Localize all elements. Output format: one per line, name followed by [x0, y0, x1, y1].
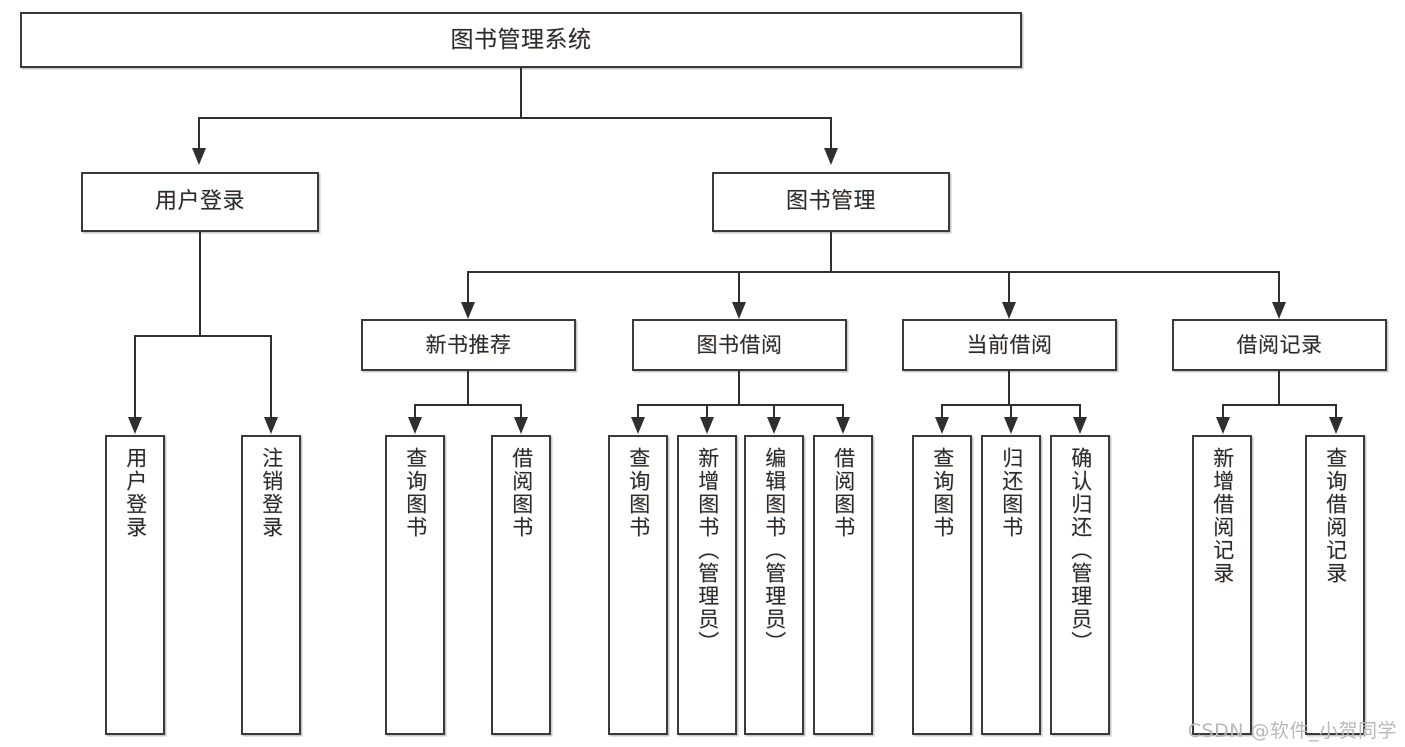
- arrowhead-br-leaf-0: [1216, 417, 1230, 434]
- leaf-new-book-query[interactable]: 查询图书: [385, 435, 445, 735]
- node-new-book-recommend[interactable]: 新书推荐: [361, 319, 576, 371]
- leaf-label: 查询图书: [403, 447, 428, 539]
- node-book-borrow[interactable]: 图书借阅: [632, 319, 847, 371]
- leaf-new-book-borrow[interactable]: 借阅图书: [491, 435, 551, 735]
- node-label: 用户登录: [154, 189, 245, 215]
- connector-cb-to-leaf-1: [1010, 404, 1012, 419]
- node-book-management[interactable]: 图书管理: [712, 172, 950, 232]
- connector-root-stem: [520, 68, 522, 118]
- connector-book-management-bus: [467, 271, 1280, 273]
- connector-bm-to-book-borrow: [738, 271, 740, 304]
- connector-borrow-record-bus: [1222, 404, 1337, 406]
- arrowhead-bb-leaf-3: [836, 417, 850, 434]
- connector-root-to-book-management: [830, 117, 832, 150]
- leaf-borrow-record-add[interactable]: 新增借阅记录: [1192, 435, 1252, 735]
- leaf-current-borrow-query[interactable]: 查询图书: [912, 435, 972, 735]
- leaf-label: 注销登录: [259, 447, 284, 539]
- leaf-book-borrow-edit-admin[interactable]: 编辑图书（管理员）: [744, 435, 804, 735]
- arrowhead-br-leaf-1: [1329, 417, 1343, 434]
- node-label: 图书管理: [785, 189, 876, 215]
- leaf-book-borrow-query[interactable]: 查询图书: [608, 435, 668, 735]
- connector-new-book-to-leaf-0: [414, 404, 416, 419]
- node-label: 借阅记录: [1236, 332, 1323, 357]
- connector-root-bus: [198, 117, 832, 119]
- arrowhead-bb-leaf-1: [700, 417, 714, 434]
- connector-root-to-user-login: [198, 117, 200, 150]
- connector-book-borrow-stem: [738, 371, 740, 405]
- leaf-book-borrow-borrow[interactable]: 借阅图书: [813, 435, 873, 735]
- leaf-borrow-record-query[interactable]: 查询借阅记录: [1305, 435, 1365, 735]
- leaf-label: 借阅图书: [831, 447, 856, 539]
- leaf-label: 编辑图书（管理员）: [762, 447, 787, 654]
- connector-br-to-leaf-0: [1222, 404, 1224, 419]
- leaf-label: 查询借阅记录: [1323, 447, 1348, 585]
- leaf-label: 新增图书（管理员）: [695, 447, 720, 654]
- arrowhead-user-login-leaf-1: [264, 417, 278, 434]
- connector-user-login-stem: [199, 232, 201, 336]
- connector-bb-to-leaf-1: [706, 404, 708, 419]
- arrowhead-new-book-leaf-1: [514, 417, 528, 434]
- arrowhead-root-to-book-management: [824, 148, 838, 165]
- leaf-book-borrow-add-admin[interactable]: 新增图书（管理员）: [677, 435, 737, 735]
- leaf-current-borrow-confirm-admin[interactable]: 确认归还（管理员）: [1050, 435, 1110, 735]
- node-label: 新书推荐: [425, 332, 512, 357]
- leaf-current-borrow-return[interactable]: 归还图书: [981, 435, 1041, 735]
- connector-book-borrow-bus: [637, 404, 843, 406]
- connector-bm-to-borrow-record: [1278, 271, 1280, 304]
- connector-new-book-stem: [467, 371, 469, 405]
- connector-borrow-record-stem: [1278, 371, 1280, 405]
- arrowhead-bm-to-current-borrow: [1002, 302, 1016, 319]
- node-root-book-management-system[interactable]: 图书管理系统: [20, 12, 1022, 68]
- leaf-label: 查询图书: [626, 447, 651, 539]
- arrowhead-bm-to-book-borrow: [732, 302, 746, 319]
- arrowhead-cb-leaf-2: [1073, 417, 1087, 434]
- connector-current-borrow-stem: [1008, 371, 1010, 405]
- leaf-user-login-login[interactable]: 用户登录: [105, 435, 165, 735]
- arrowhead-bb-leaf-0: [631, 417, 645, 434]
- node-label: 当前借阅: [966, 332, 1053, 357]
- leaf-label: 借阅图书: [509, 447, 534, 539]
- leaf-label: 归还图书: [999, 447, 1024, 539]
- connector-cb-to-leaf-2: [1079, 404, 1081, 419]
- connector-bb-to-leaf-0: [637, 404, 639, 419]
- arrowhead-cb-leaf-0: [935, 417, 949, 434]
- arrowhead-cb-leaf-1: [1004, 417, 1018, 434]
- arrowhead-root-to-user-login: [192, 148, 206, 165]
- leaf-label: 确认归还（管理员）: [1068, 447, 1093, 654]
- connector-bm-to-new-book: [467, 271, 469, 304]
- arrowhead-bb-leaf-2: [767, 417, 781, 434]
- node-label: 图书管理系统: [450, 26, 592, 53]
- connector-br-to-leaf-1: [1335, 404, 1337, 419]
- leaf-label: 用户登录: [123, 447, 148, 539]
- leaf-user-login-logout[interactable]: 注销登录: [241, 435, 301, 735]
- leaf-label: 新增借阅记录: [1210, 447, 1235, 585]
- connector-book-management-stem: [830, 232, 832, 272]
- node-label: 图书借阅: [696, 332, 783, 357]
- arrowhead-new-book-leaf-0: [408, 417, 422, 434]
- connector-new-book-bus: [414, 404, 522, 406]
- connector-user-login-to-leaf-1: [270, 335, 272, 419]
- connector-cb-to-leaf-0: [941, 404, 943, 419]
- arrowhead-user-login-leaf-0: [128, 417, 142, 434]
- connector-user-login-bus: [134, 335, 272, 337]
- leaf-label: 查询图书: [930, 447, 955, 539]
- connector-bm-to-current-borrow: [1008, 271, 1010, 304]
- connector-user-login-to-leaf-0: [134, 335, 136, 419]
- arrowhead-bm-to-new-book: [461, 302, 475, 319]
- connector-new-book-to-leaf-1: [520, 404, 522, 419]
- node-current-borrow[interactable]: 当前借阅: [902, 319, 1117, 371]
- node-user-login[interactable]: 用户登录: [81, 172, 319, 232]
- connector-bb-to-leaf-2: [773, 404, 775, 419]
- arrowhead-bm-to-borrow-record: [1272, 302, 1286, 319]
- connector-bb-to-leaf-3: [842, 404, 844, 419]
- node-borrow-record[interactable]: 借阅记录: [1172, 319, 1387, 371]
